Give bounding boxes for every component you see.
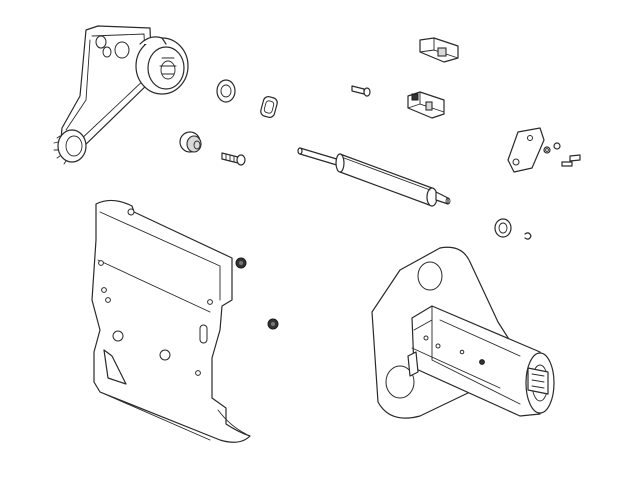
hex-nut — [494, 218, 512, 238]
shoulder-screw — [221, 152, 246, 166]
washer — [216, 79, 236, 103]
retaining-ring — [260, 96, 278, 118]
grommet-upper — [235, 257, 247, 269]
pulley-belt-assembly — [53, 25, 189, 165]
ribbon-spindle-assembly — [371, 246, 555, 419]
flanged-bushing — [179, 131, 202, 153]
e-clip — [524, 232, 532, 240]
platen-roller-shaft — [297, 147, 451, 207]
grommet-lower — [267, 318, 279, 330]
small-screw — [351, 85, 371, 97]
side-cover-plate — [91, 199, 251, 443]
bracket-clip-lower — [407, 91, 445, 119]
bracket-clip-upper — [419, 37, 459, 63]
sensor-bracket — [507, 127, 581, 173]
